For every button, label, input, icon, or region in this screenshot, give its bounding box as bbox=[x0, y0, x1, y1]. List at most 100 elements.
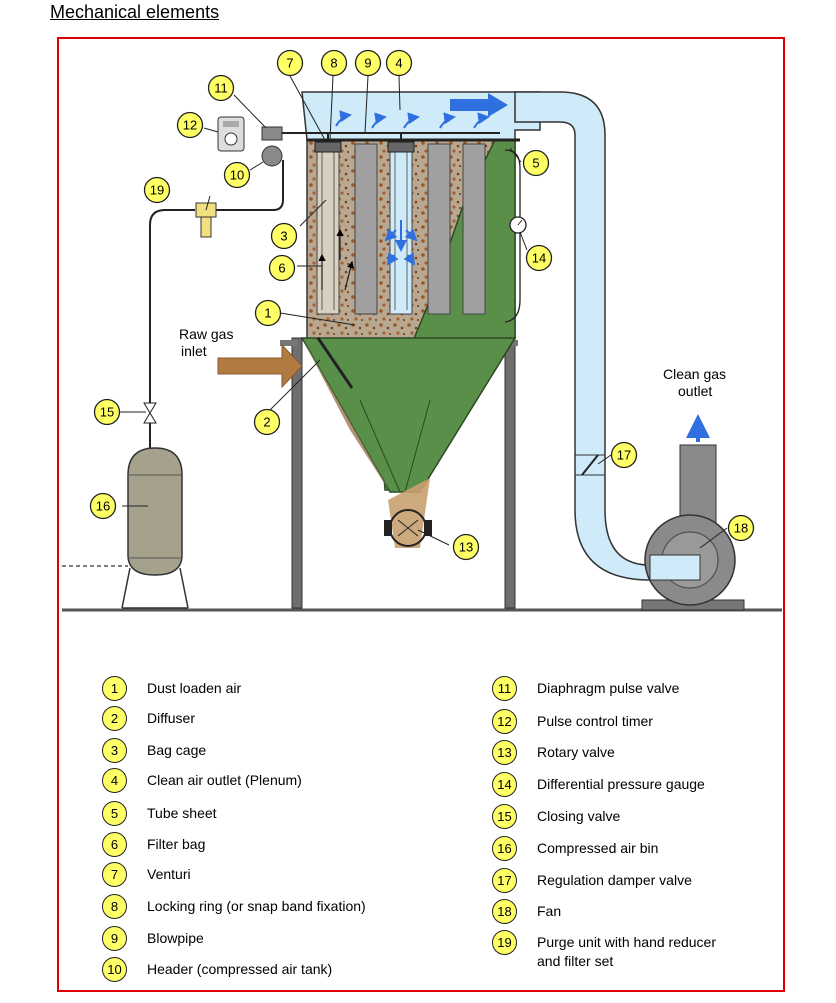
pulse-arrows bbox=[335, 110, 490, 266]
legend-label: Fan bbox=[537, 903, 562, 919]
callout-15: 15 bbox=[93, 398, 121, 426]
callout-number: 5 bbox=[532, 156, 539, 171]
damper-valve bbox=[575, 454, 605, 476]
callout-number: 15 bbox=[100, 405, 114, 420]
plenum-flow-arrow bbox=[450, 93, 508, 117]
callout-10: 10 bbox=[223, 161, 251, 189]
air-bin bbox=[121, 447, 189, 609]
legend-number-badge: 18 bbox=[492, 899, 517, 924]
raw-gas-label-2: inlet bbox=[181, 343, 207, 359]
legend-number-badge: 16 bbox=[492, 836, 517, 861]
callout-number: 2 bbox=[263, 415, 270, 430]
legend-number-badge: 13 bbox=[492, 740, 517, 765]
callout-1: 1 bbox=[254, 299, 282, 327]
header-tank bbox=[261, 126, 300, 167]
legend-label: Compressed air bin bbox=[537, 840, 659, 856]
legend-number-badge: 5 bbox=[102, 801, 127, 826]
callout-14: 14 bbox=[525, 244, 553, 272]
legend-number-badge: 19 bbox=[492, 930, 517, 955]
callout-18: 18 bbox=[727, 514, 755, 542]
legend-item-8: 8 Locking ring (or snap band fixation) bbox=[102, 894, 366, 919]
legend-item-4: 4 Clean air outlet (Plenum) bbox=[102, 768, 302, 793]
callout-number: 8 bbox=[330, 56, 337, 71]
legend-label: Closing valve bbox=[537, 808, 621, 824]
legend-label: Purge unit with hand reducer and filter … bbox=[537, 934, 716, 969]
dust-arrows bbox=[318, 228, 355, 291]
raw-gas-label-1: Raw gas bbox=[179, 326, 233, 342]
callout-8: 8 bbox=[320, 49, 348, 77]
legend-label: Locking ring (or snap band fixation) bbox=[147, 898, 366, 914]
legend-label: Diffuser bbox=[147, 710, 195, 726]
legend-item-15: 15 Closing valve bbox=[492, 804, 620, 829]
legend-label: Header (compressed air tank) bbox=[147, 961, 333, 977]
callout-17: 17 bbox=[610, 441, 638, 469]
page-title: Mechanical elements bbox=[50, 2, 220, 22]
callout-number: 9 bbox=[364, 56, 371, 71]
leader-lines bbox=[113, 75, 728, 549]
callout-7: 7 bbox=[276, 49, 304, 77]
legend-number-badge: 9 bbox=[102, 926, 127, 951]
air-piping bbox=[215, 160, 284, 211]
callout-number: 18 bbox=[734, 521, 748, 536]
legend-label: Bag cage bbox=[147, 742, 207, 758]
legend-label: Clean air outlet (Plenum) bbox=[147, 772, 302, 788]
legend-number-badge: 4 bbox=[102, 768, 127, 793]
legend-item-18: 18 Fan bbox=[492, 899, 561, 924]
legend-item-19: 19 Purge unit with hand reducer and filte… bbox=[492, 930, 716, 971]
legend-number-badge: 11 bbox=[492, 676, 517, 701]
callout-number: 19 bbox=[150, 183, 164, 198]
legend-number-badge: 15 bbox=[492, 804, 517, 829]
diagram-frame bbox=[57, 37, 785, 992]
legend-label: Differential pressure gauge bbox=[537, 776, 705, 792]
callout-2: 2 bbox=[253, 408, 281, 436]
legend-item-17: 17 Regulation damper valve bbox=[492, 868, 692, 893]
legend-item-1: 1 Dust loaden air bbox=[102, 676, 241, 701]
callout-4: 4 bbox=[385, 49, 413, 77]
callout-number: 13 bbox=[459, 540, 473, 555]
closing-valve bbox=[143, 402, 157, 450]
callout-number: 7 bbox=[286, 56, 293, 71]
callout-12: 12 bbox=[176, 111, 204, 139]
legend-label: Filter bag bbox=[147, 836, 206, 852]
legend-item-12: 12 Pulse control timer bbox=[492, 709, 653, 734]
raw-gas-arrow bbox=[217, 343, 303, 389]
legend-item-16: 16 Compressed air bin bbox=[492, 836, 658, 861]
legend-item-14: 14 Differential pressure gauge bbox=[492, 772, 705, 797]
diffuser bbox=[316, 337, 354, 389]
legend-label: Pulse control timer bbox=[537, 713, 653, 729]
legend-label: Regulation damper valve bbox=[537, 872, 692, 888]
legend-label: Diaphragm pulse valve bbox=[537, 680, 680, 696]
callout-number: 16 bbox=[96, 499, 110, 514]
legend-label: Dust loaden air bbox=[147, 680, 242, 696]
callout-number: 14 bbox=[532, 251, 546, 266]
legend-number-badge: 17 bbox=[492, 868, 517, 893]
fan bbox=[641, 444, 745, 611]
callout-16: 16 bbox=[89, 492, 117, 520]
callout-9: 9 bbox=[354, 49, 382, 77]
callout-number: 3 bbox=[280, 229, 287, 244]
clean-gas-label-1: Clean gas bbox=[663, 366, 726, 382]
legend-number-badge: 12 bbox=[492, 709, 517, 734]
legend-item-6: 6 Filter bag bbox=[102, 832, 205, 857]
legend-label: Venturi bbox=[147, 866, 191, 882]
callout-number: 6 bbox=[278, 261, 285, 276]
callout-number: 4 bbox=[395, 56, 402, 71]
legend-number-badge: 14 bbox=[492, 772, 517, 797]
callout-3: 3 bbox=[270, 222, 298, 250]
legend-number-badge: 8 bbox=[102, 894, 127, 919]
legend-number-badge: 2 bbox=[102, 706, 127, 731]
callout-number: 11 bbox=[214, 81, 228, 96]
legend-item-11: 11 Diaphragm pulse valve bbox=[492, 676, 679, 701]
legend-number-badge: 1 bbox=[102, 676, 127, 701]
callout-11: 11 bbox=[207, 74, 235, 102]
clean-gas-label-2: outlet bbox=[678, 383, 712, 399]
legend-number-badge: 6 bbox=[102, 832, 127, 857]
